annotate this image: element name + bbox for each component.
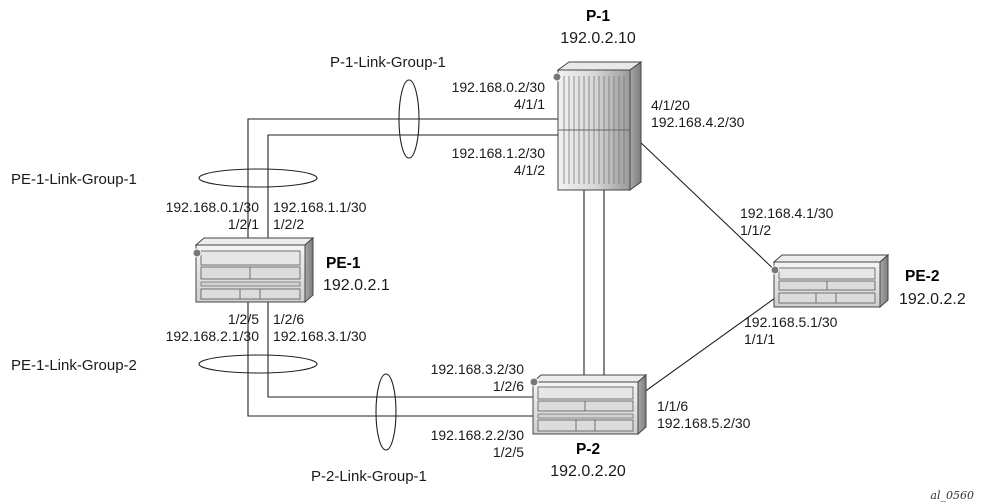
p2-if-a-port: 1/2/6 <box>493 378 524 394</box>
link-group-ellipse-pe1-2 <box>198 354 318 374</box>
pe2-system-ip: 192.0.2.2 <box>899 291 966 308</box>
link-pe1-p2-a <box>247 302 540 417</box>
p2-if-b-ip: 192.168.2.2/30 <box>431 427 525 443</box>
pe2-if-a-port: 1/1/2 <box>740 222 771 238</box>
pe1-if-b-ip: 192.168.1.1/30 <box>273 199 367 215</box>
p1-led <box>552 72 562 82</box>
link-p2-pe2 <box>639 292 783 396</box>
links <box>247 118 783 417</box>
p2-system-ip: 192.0.2.20 <box>550 463 626 480</box>
router-p1[interactable] <box>552 61 643 191</box>
pe1-system-ip: 192.0.2.1 <box>323 277 390 294</box>
link-group-label-pe1-1: PE-1-Link-Group-1 <box>11 171 137 188</box>
link-p1-pe2 <box>637 139 783 278</box>
p2-led <box>529 377 539 387</box>
pe1-if-c-ip: 192.168.2.1/30 <box>166 328 260 344</box>
link-pe1-p2-b <box>267 302 540 398</box>
p2-if-c-ip: 192.168.5.2/30 <box>657 415 751 431</box>
p1-name: P-1 <box>586 8 611 25</box>
pe1-name: PE-1 <box>326 255 361 272</box>
link-group-ellipse-p2 <box>375 373 397 451</box>
pe1-if-a-port: 1/2/1 <box>228 216 259 232</box>
p1-if-c-port: 4/1/20 <box>651 97 690 113</box>
p1-if-b-port: 4/1/2 <box>514 162 545 178</box>
p1-if-c-ip: 192.168.4.2/30 <box>651 114 745 130</box>
link-group-label-p1: P-1-Link-Group-1 <box>330 54 446 71</box>
pe2-if-b-ip: 192.168.5.1/30 <box>744 314 838 330</box>
pe1-if-d-ip: 192.168.3.1/30 <box>273 328 367 344</box>
p2-name: P-2 <box>576 441 600 458</box>
pe1-if-b-port: 1/2/2 <box>273 216 304 232</box>
p1-if-a-ip: 192.168.0.2/30 <box>452 79 546 95</box>
pe1-if-c-port: 1/2/5 <box>228 311 259 327</box>
p2-if-c-port: 1/1/6 <box>657 398 688 414</box>
router-pe2[interactable] <box>770 253 890 309</box>
pe2-led <box>770 265 780 275</box>
link-group-label-p2: P-2-Link-Group-1 <box>311 468 427 485</box>
pe1-if-a-ip: 192.168.0.1/30 <box>166 199 260 215</box>
router-p2[interactable] <box>529 373 648 436</box>
router-pe1[interactable] <box>192 236 315 304</box>
pe1-if-d-port: 1/2/6 <box>273 311 304 327</box>
p2-if-a-ip: 192.168.3.2/30 <box>431 361 525 377</box>
pe1-led <box>192 248 202 258</box>
link-group-label-pe1-2: PE-1-Link-Group-2 <box>11 357 137 374</box>
pe2-if-b-port: 1/1/1 <box>744 331 775 347</box>
pe2-if-a-ip: 192.168.4.1/30 <box>740 205 834 221</box>
p1-if-a-port: 4/1/1 <box>514 96 545 112</box>
p1-if-b-ip: 192.168.1.2/30 <box>452 145 546 161</box>
link-pe1-p1-b <box>267 134 558 245</box>
link-group-ellipse-pe1-1 <box>198 168 318 188</box>
p2-if-b-port: 1/2/5 <box>493 444 524 460</box>
link-group-ellipse-p1 <box>398 79 420 159</box>
figure-reference: al_0560 <box>930 489 974 502</box>
pe2-name: PE-2 <box>905 268 939 285</box>
p1-system-ip: 192.0.2.10 <box>560 30 636 47</box>
link-pe1-p1-a <box>247 118 558 245</box>
